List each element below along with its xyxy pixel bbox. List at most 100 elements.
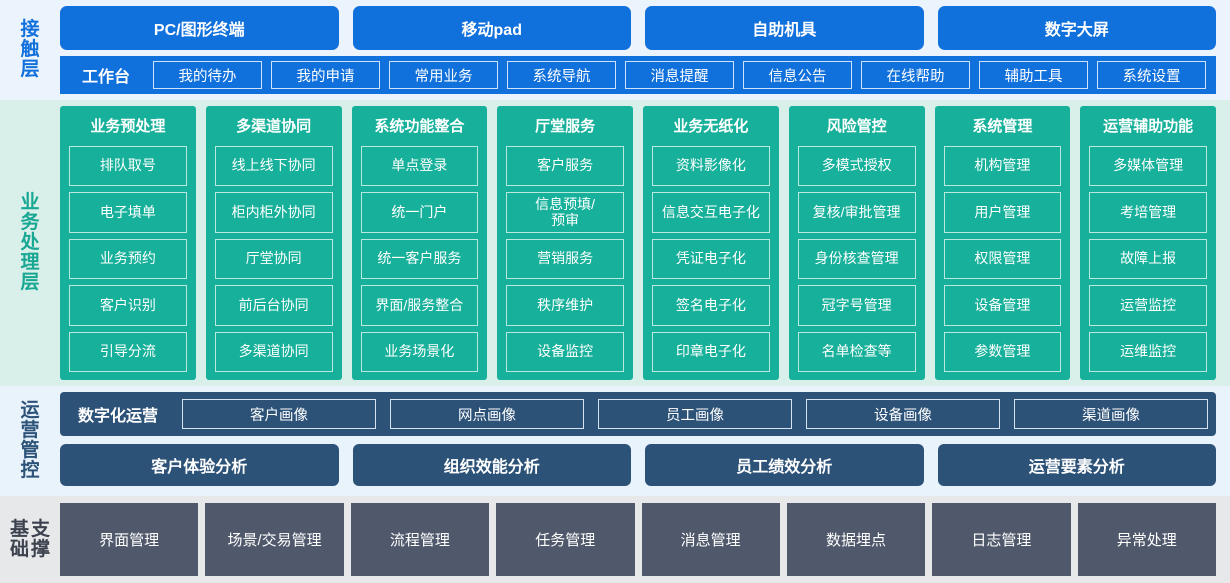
business-item[interactable]: 界面/服务整合 <box>360 285 479 326</box>
business-item[interactable]: 电子填单 <box>69 192 187 233</box>
business-column-title: 厅堂服务 <box>535 118 596 135</box>
contact-layer: 接触层 PC/图形终端 移动pad 自助机具 数字大屏 工作台 我的待办 我的申… <box>0 0 1230 100</box>
business-item[interactable]: 设备监控 <box>506 331 624 373</box>
label-char: 接 <box>20 19 40 41</box>
business-item[interactable]: 冠字号管理 <box>797 285 916 326</box>
business-item[interactable]: 营销服务 <box>506 238 624 280</box>
business-column: 多渠道协同线上线下协同柜内柜外协同厅堂协同前后台协同多渠道协同 <box>205 106 342 380</box>
foundation-item-scene-transaction-management[interactable]: 场景/交易管理 <box>205 503 344 576</box>
foundation-item-ui-management[interactable]: 界面管理 <box>60 503 199 576</box>
foundation-item-data-tracking[interactable]: 数据埋点 <box>786 503 926 576</box>
business-column-title: 业务无纸化 <box>673 118 749 135</box>
workbench-item-auxiliary-tools[interactable]: 辅助工具 <box>979 61 1089 89</box>
business-item[interactable]: 信息预填/ 预审 <box>506 192 624 233</box>
business-layer-label: 业务处理层 <box>0 106 60 380</box>
business-column-title: 风险管控 <box>826 118 887 135</box>
business-item[interactable]: 秩序维护 <box>506 285 624 326</box>
business-item[interactable]: 引导分流 <box>69 331 187 373</box>
business-item[interactable]: 参数管理 <box>943 331 1062 373</box>
portrait-branch[interactable]: 网点画像 <box>390 399 585 429</box>
foundation-item-process-management[interactable]: 流程管理 <box>350 503 490 576</box>
channel-chip-digital-screen[interactable]: 数字大屏 <box>937 6 1216 50</box>
business-item[interactable]: 运维监控 <box>1089 331 1207 373</box>
channel-chip-self-service[interactable]: 自助机具 <box>645 6 924 50</box>
workbench-item-online-help[interactable]: 在线帮助 <box>861 61 971 89</box>
business-item[interactable]: 考培管理 <box>1089 192 1207 233</box>
business-item[interactable]: 多渠道协同 <box>214 331 333 373</box>
business-item[interactable]: 统一客户服务 <box>360 238 479 280</box>
label-char: 运 <box>20 400 40 422</box>
foundation-item-exception-handling[interactable]: 异常处理 <box>1077 503 1216 576</box>
analysis-operating-elements[interactable]: 运营要素分析 <box>937 444 1216 486</box>
analysis-customer-experience[interactable]: 客户体验分析 <box>60 444 339 486</box>
business-item[interactable]: 客户识别 <box>69 285 187 326</box>
label-char: 管 <box>20 440 40 461</box>
workbench-item-information-bulletin[interactable]: 信息公告 <box>743 61 853 89</box>
business-column-title: 运营辅助功能 <box>1103 118 1194 135</box>
foundation-item-log-management[interactable]: 日志管理 <box>932 503 1071 576</box>
business-column: 业务预处理排队取号电子填单业务预约客户识别引导分流 <box>60 106 196 380</box>
business-item[interactable]: 多媒体管理 <box>1089 146 1207 187</box>
portrait-channel[interactable]: 渠道画像 <box>1014 399 1209 429</box>
business-item[interactable]: 机构管理 <box>943 146 1062 187</box>
business-item[interactable]: 名单检查等 <box>797 331 916 373</box>
business-item[interactable]: 柜内柜外协同 <box>214 192 333 233</box>
label-char: 层 <box>20 58 40 80</box>
portrait-employee[interactable]: 员工画像 <box>598 399 793 429</box>
business-item[interactable]: 资料影像化 <box>652 146 770 187</box>
business-item[interactable]: 多模式授权 <box>797 146 916 187</box>
business-item[interactable]: 线上线下协同 <box>214 146 333 187</box>
portrait-customer[interactable]: 客户画像 <box>182 399 377 429</box>
business-layer: 业务处理层 业务预处理排队取号电子填单业务预约客户识别引导分流多渠道协同 线上线下… <box>0 100 1230 386</box>
workbench-item-my-application[interactable]: 我的申请 <box>271 61 381 89</box>
operations-layer-label: 运营管控 <box>0 392 60 490</box>
business-column: 风险管控多模式授权复核/审批管理身份核查管理冠字号管理名单检查等 <box>788 106 925 380</box>
business-column: 系统管理机构管理用户管理权限管理设备管理参数管理 <box>934 106 1071 380</box>
business-item[interactable]: 签名电子化 <box>652 285 770 326</box>
business-item[interactable]: 业务预约 <box>69 238 187 280</box>
business-layer-label-text: 业务处理层 <box>20 193 39 293</box>
business-column-title: 业务预处理 <box>90 118 166 135</box>
portrait-device[interactable]: 设备画像 <box>806 399 1001 429</box>
business-item[interactable]: 运营监控 <box>1089 285 1207 326</box>
channel-chip-pc[interactable]: PC/图形终端 <box>60 6 339 50</box>
label-char: 触 <box>20 39 40 61</box>
business-item[interactable]: 厅堂协同 <box>214 238 333 280</box>
workbench-item-message-reminder[interactable]: 消息提醒 <box>625 61 735 89</box>
label-char: 业 <box>20 192 40 214</box>
label-char: 撑 <box>31 538 51 560</box>
business-item[interactable]: 用户管理 <box>943 192 1062 233</box>
business-item[interactable]: 业务场景化 <box>360 331 479 373</box>
business-item[interactable]: 身份核查管理 <box>797 238 916 280</box>
label-char: 层 <box>20 271 40 293</box>
business-item[interactable]: 复核/审批管理 <box>797 192 916 233</box>
business-item[interactable]: 客户服务 <box>506 146 624 187</box>
channel-chip-mobile-pad[interactable]: 移动pad <box>352 6 631 50</box>
business-item[interactable]: 设备管理 <box>943 285 1062 326</box>
business-item[interactable]: 故障上报 <box>1089 238 1207 280</box>
business-item[interactable]: 信息交互电子化 <box>652 192 770 233</box>
business-column-title: 系统管理 <box>972 118 1033 135</box>
business-item[interactable]: 单点登录 <box>360 146 479 187</box>
foundation-item-task-management[interactable]: 任务管理 <box>496 503 635 576</box>
contact-layer-label-text: 接触层 <box>20 20 39 80</box>
business-item[interactable]: 印章电子化 <box>652 331 770 373</box>
workbench-item-common-business[interactable]: 常用业务 <box>389 61 499 89</box>
workbench-row: 工作台 我的待办 我的申请 常用业务 系统导航 消息提醒 信息公告 在线帮助 辅… <box>60 56 1216 94</box>
label-char: 础 <box>9 538 29 560</box>
workbench-item-system-navigation[interactable]: 系统导航 <box>507 61 617 89</box>
workbench-item-my-todo[interactable]: 我的待办 <box>153 61 263 89</box>
operations-layer-body: 数字化运营 客户画像 网点画像 员工画像 设备画像 渠道画像 客户体验分析 组织… <box>60 392 1230 490</box>
business-item[interactable]: 统一门户 <box>360 192 479 233</box>
business-item[interactable]: 权限管理 <box>943 238 1062 280</box>
workbench-item-system-settings[interactable]: 系统设置 <box>1097 61 1207 89</box>
foundation-item-message-management[interactable]: 消息管理 <box>641 503 780 576</box>
business-item[interactable]: 前后台协同 <box>214 285 333 326</box>
analysis-employee-performance[interactable]: 员工绩效分析 <box>645 444 924 486</box>
digital-operations-title: 数字化运营 <box>78 408 159 425</box>
business-item[interactable]: 凭证电子化 <box>652 238 770 280</box>
analysis-organizational-efficiency[interactable]: 组织效能分析 <box>352 444 631 486</box>
foundation-layer-label-col2: 支撑 <box>31 519 51 560</box>
business-column: 运营辅助功能多媒体管理考培管理故障上报运营监控运维监控 <box>1080 106 1216 380</box>
business-item[interactable]: 排队取号 <box>69 146 187 187</box>
